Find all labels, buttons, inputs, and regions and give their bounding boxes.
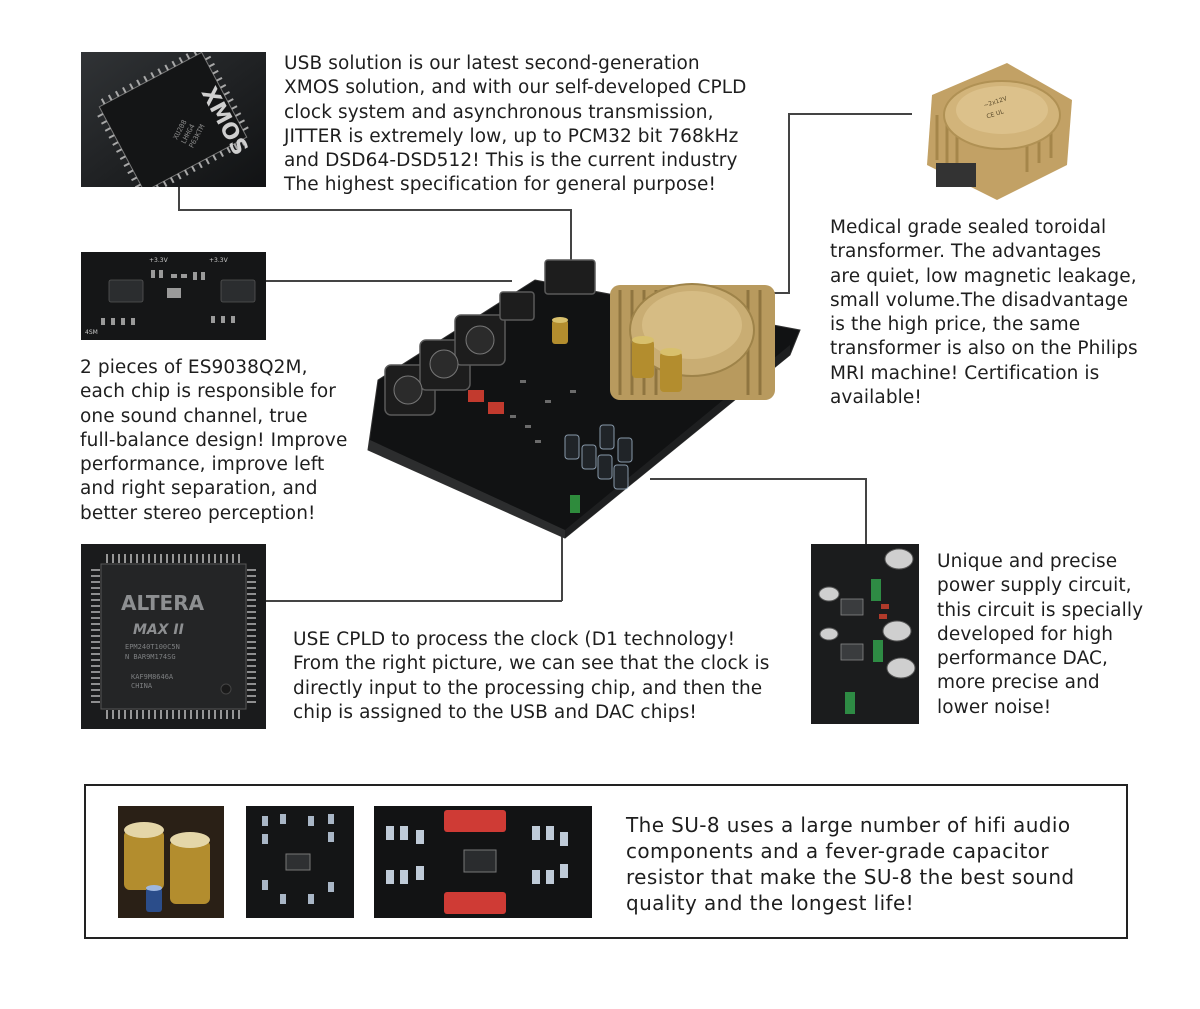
dac-description: 2 pieces of ES9038Q2M, each chip is resp… [80, 357, 348, 524]
resistor-board-photo [374, 806, 592, 918]
max-marking: MAX II [133, 622, 184, 638]
connector-line-usb-v [178, 186, 180, 210]
connector-line-usb-h [178, 209, 571, 211]
usb-description: USB solution is our latest second-genera… [284, 53, 747, 196]
main-board-photo [360, 240, 805, 540]
transformer-description: Medical grade sealed toroidal transforme… [830, 217, 1138, 409]
svg-text:+3.3V: +3.3V [149, 257, 169, 264]
svg-text:CHINA: CHINA [131, 682, 153, 690]
svg-text:KAF9M8646A: KAF9M8646A [131, 673, 174, 681]
connector-line-dac-h [266, 280, 512, 282]
svg-text:4SM: 4SM [85, 329, 98, 336]
connector-line-cpld-v [561, 526, 563, 601]
power-description: Unique and precise power supply circuit,… [937, 551, 1144, 718]
connector-line-cpld-h [266, 600, 562, 602]
cpld-description: USE CPLD to process the clock (D1 techno… [293, 629, 770, 723]
components-box: The SU-8 uses a large number of hifi aud… [84, 784, 1128, 939]
components-description: The SU-8 uses a large number of hifi aud… [626, 813, 1075, 915]
svg-text:+3.3V: +3.3V [209, 257, 229, 264]
connector-line-trans-v [788, 113, 790, 293]
power-supply-photo [811, 544, 919, 724]
altera-marking: ALTERA [121, 591, 205, 615]
connector-line-power-v [865, 478, 867, 544]
connector-line-power-h [650, 478, 866, 480]
capacitors-photo [118, 806, 224, 918]
connector-line-usb-v2 [570, 209, 572, 261]
dac-board-photo: +3.3V +3.3V 4SM [81, 252, 266, 340]
transformer-photo: ~2x12V CE UL [912, 55, 1082, 205]
svg-text:EPM240T100C5N: EPM240T100C5N [125, 643, 180, 651]
altera-chip-photo: ALTERA MAX II EPM240T100C5N N BAR9M174SG… [81, 544, 266, 729]
connector-line-trans-h [788, 113, 916, 115]
svg-text:N BAR9M174SG: N BAR9M174SG [125, 653, 176, 661]
opamp-board-photo [246, 806, 354, 918]
